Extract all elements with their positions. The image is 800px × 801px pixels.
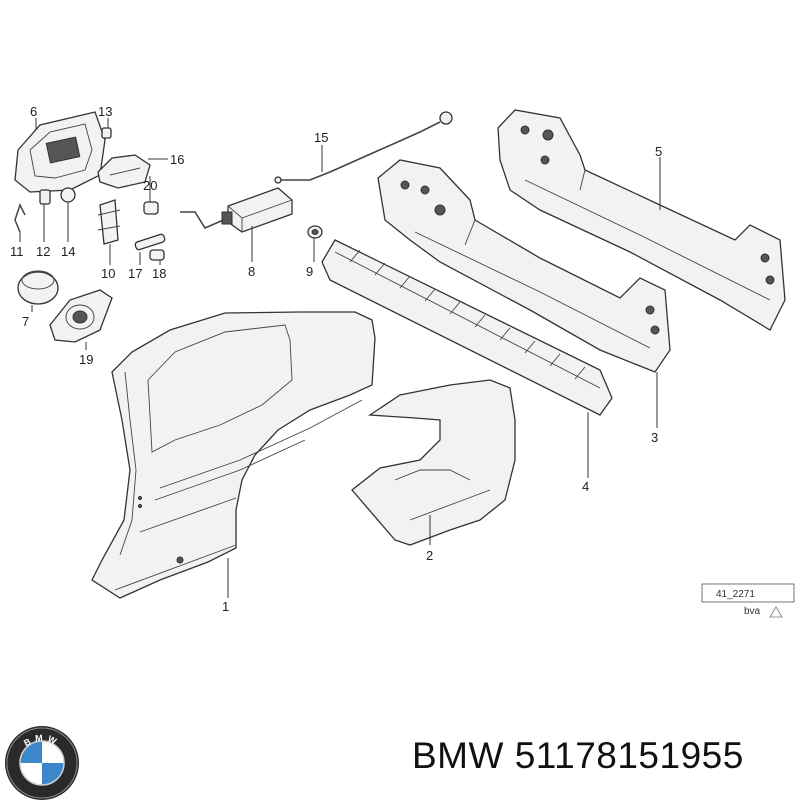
wheel-arch-panel <box>351 379 516 546</box>
fuel-door-actuator <box>180 187 293 233</box>
exploded-parts-diagram: 6 13 16 20 11 12 14 10 17 18 7 19 15 8 9… <box>10 104 795 618</box>
callout-19: 19 <box>79 352 93 367</box>
callout-17: 17 <box>128 266 142 281</box>
callout-13: 13 <box>98 104 112 119</box>
small-fasteners <box>14 127 166 261</box>
lid-hinge <box>97 154 151 189</box>
callout-14: 14 <box>61 244 75 259</box>
callout-12: 12 <box>36 244 50 259</box>
callout-18: 18 <box>152 266 166 281</box>
callout-1: 1 <box>222 599 229 614</box>
drawing-number: 41_2271 <box>716 589 755 600</box>
fuel-filler-housing <box>14 111 106 193</box>
inner-rail <box>377 159 671 373</box>
callout-4: 4 <box>582 479 589 494</box>
author-code: bva <box>744 606 761 617</box>
outer-rail <box>497 109 786 331</box>
callout-11: 11 <box>10 244 24 259</box>
callout-15: 15 <box>314 130 328 145</box>
callout-9: 9 <box>306 264 313 279</box>
grommet <box>307 225 323 239</box>
lower-reinforcement <box>321 239 613 416</box>
callout-10: 10 <box>101 266 115 281</box>
drawing-reference: 41_2271 bva <box>701 583 795 618</box>
callout-2: 2 <box>426 548 433 563</box>
callout-16: 16 <box>170 152 184 167</box>
release-cable <box>274 111 453 184</box>
callout-5: 5 <box>655 144 662 159</box>
callout-labels: 6 13 16 20 11 12 14 10 17 18 7 19 15 8 9… <box>10 104 662 614</box>
callout-8: 8 <box>248 264 255 279</box>
revision-triangle-icon <box>769 606 783 618</box>
filler-cap <box>17 270 59 305</box>
part-number-label: BMW 51178151955 <box>412 735 744 776</box>
leader-lines <box>19 118 661 598</box>
callout-20: 20 <box>143 178 157 193</box>
callout-7: 7 <box>22 314 29 329</box>
seal-ring <box>49 289 113 343</box>
rear-side-panel <box>91 311 376 599</box>
callout-6: 6 <box>30 104 37 119</box>
callout-3: 3 <box>651 430 658 445</box>
bmw-logo: BMW <box>5 726 79 800</box>
